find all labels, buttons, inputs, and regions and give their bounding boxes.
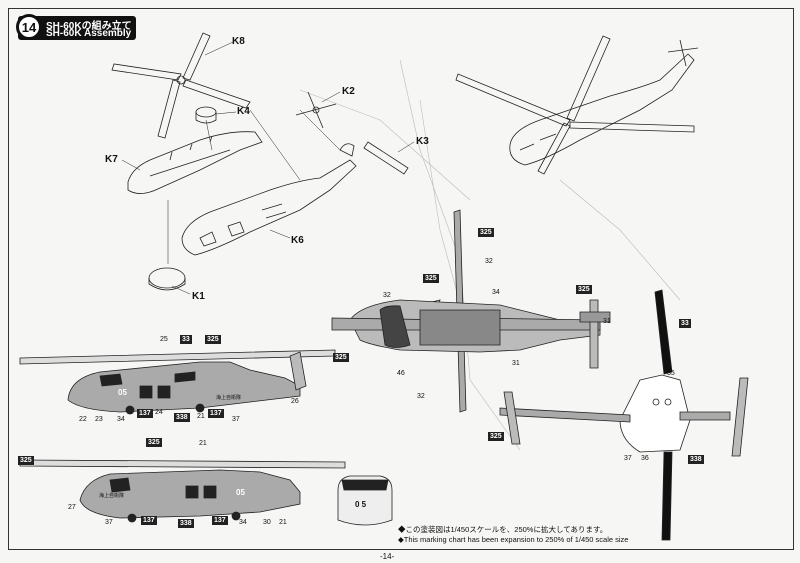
scale-note-en: ◆This marking chart has been expansion t… (398, 535, 629, 544)
jmsdf-marking: 海上自衛隊 (216, 395, 242, 401)
part-label-k3: K3 (416, 136, 429, 147)
color-number: 24 (155, 409, 163, 416)
side-view-lower (19, 459, 346, 523)
color-number: 34 (117, 416, 125, 423)
color-number: 30 (263, 519, 271, 526)
color-tag: 338 (178, 519, 194, 528)
step-number: 14 (16, 14, 42, 40)
color-tag: 338 (174, 413, 190, 422)
scale-note-ja: ◆この塗装図は1/450スケールを、250%に拡大してあります。 (398, 525, 608, 534)
color-tag: 325 (18, 456, 34, 465)
color-tag: 137 (137, 409, 153, 418)
page-frame (8, 8, 794, 550)
color-number: 23 (95, 416, 103, 423)
color-tag: 325 (478, 228, 494, 237)
color-number: 31 (603, 318, 611, 325)
color-number: 35 (667, 370, 675, 377)
color-number: 27 (68, 504, 76, 511)
rotor-head-k4 (195, 106, 217, 124)
color-number: 31 (512, 360, 520, 367)
tail-number-marking: 05 (236, 488, 245, 497)
color-number: 37 (232, 416, 240, 423)
color-number: 22 (79, 416, 87, 423)
color-tag: 33 (180, 335, 192, 344)
upper-fuselage-k7 (127, 131, 263, 194)
color-number: 36 (641, 455, 649, 462)
part-label-k8: K8 (232, 36, 245, 47)
color-number: 32 (383, 292, 391, 299)
color-number: 46 (397, 370, 405, 377)
assembled-helicopter (455, 35, 699, 175)
jmsdf-marking: 海上自衛隊 (99, 493, 125, 499)
color-tag: 137 (212, 516, 228, 525)
color-number: 34 (239, 519, 247, 526)
part-label-k6: K6 (291, 235, 304, 246)
fuselage-k6 (181, 143, 357, 256)
step-badge: 14 SH-60Kの組み立て SH-60K Assembly (16, 14, 136, 40)
side-view-upper (19, 349, 336, 415)
color-tag: 137 (208, 409, 224, 418)
color-number: 21 (197, 413, 205, 420)
main-rotor-k8 (111, 32, 251, 139)
part-label-k2: K2 (342, 86, 355, 97)
color-tag: 137 (141, 516, 157, 525)
nose-number-marking: 0 5 (355, 500, 367, 509)
color-tag: 325 (423, 274, 439, 283)
color-number: 37 (624, 455, 632, 462)
base-k1 (148, 267, 186, 291)
color-number: 37 (105, 519, 113, 526)
nose-front-view (337, 475, 393, 526)
part-label-k7: K7 (105, 154, 118, 165)
step-title-en: SH-60K Assembly (46, 28, 132, 39)
part-label-k1: K1 (192, 291, 205, 302)
color-tag: 325 (146, 438, 162, 447)
stabilizer-k3 (363, 141, 409, 175)
color-tag: 325 (333, 353, 349, 362)
tail-rotor-k2 (295, 91, 337, 129)
color-tag: 33 (679, 319, 691, 328)
color-tag: 325 (488, 432, 504, 441)
color-number: 32 (417, 393, 425, 400)
color-number: 26 (291, 398, 299, 405)
tail-number-marking: 05 (118, 388, 127, 397)
page-number: -14- (380, 552, 395, 561)
front-view (499, 289, 749, 541)
color-number: 34 (492, 289, 500, 296)
color-tag: 325 (576, 285, 592, 294)
color-tag: 325 (205, 335, 221, 344)
color-number: 32 (485, 258, 493, 265)
part-label-k4: K4 (237, 106, 250, 117)
top-view (331, 209, 611, 413)
color-number: 21 (279, 519, 287, 526)
color-number: 25 (160, 336, 168, 343)
color-number: 21 (199, 440, 207, 447)
color-tag: 338 (688, 455, 704, 464)
step-title-ja: SH-60Kの組み立て (46, 21, 132, 32)
